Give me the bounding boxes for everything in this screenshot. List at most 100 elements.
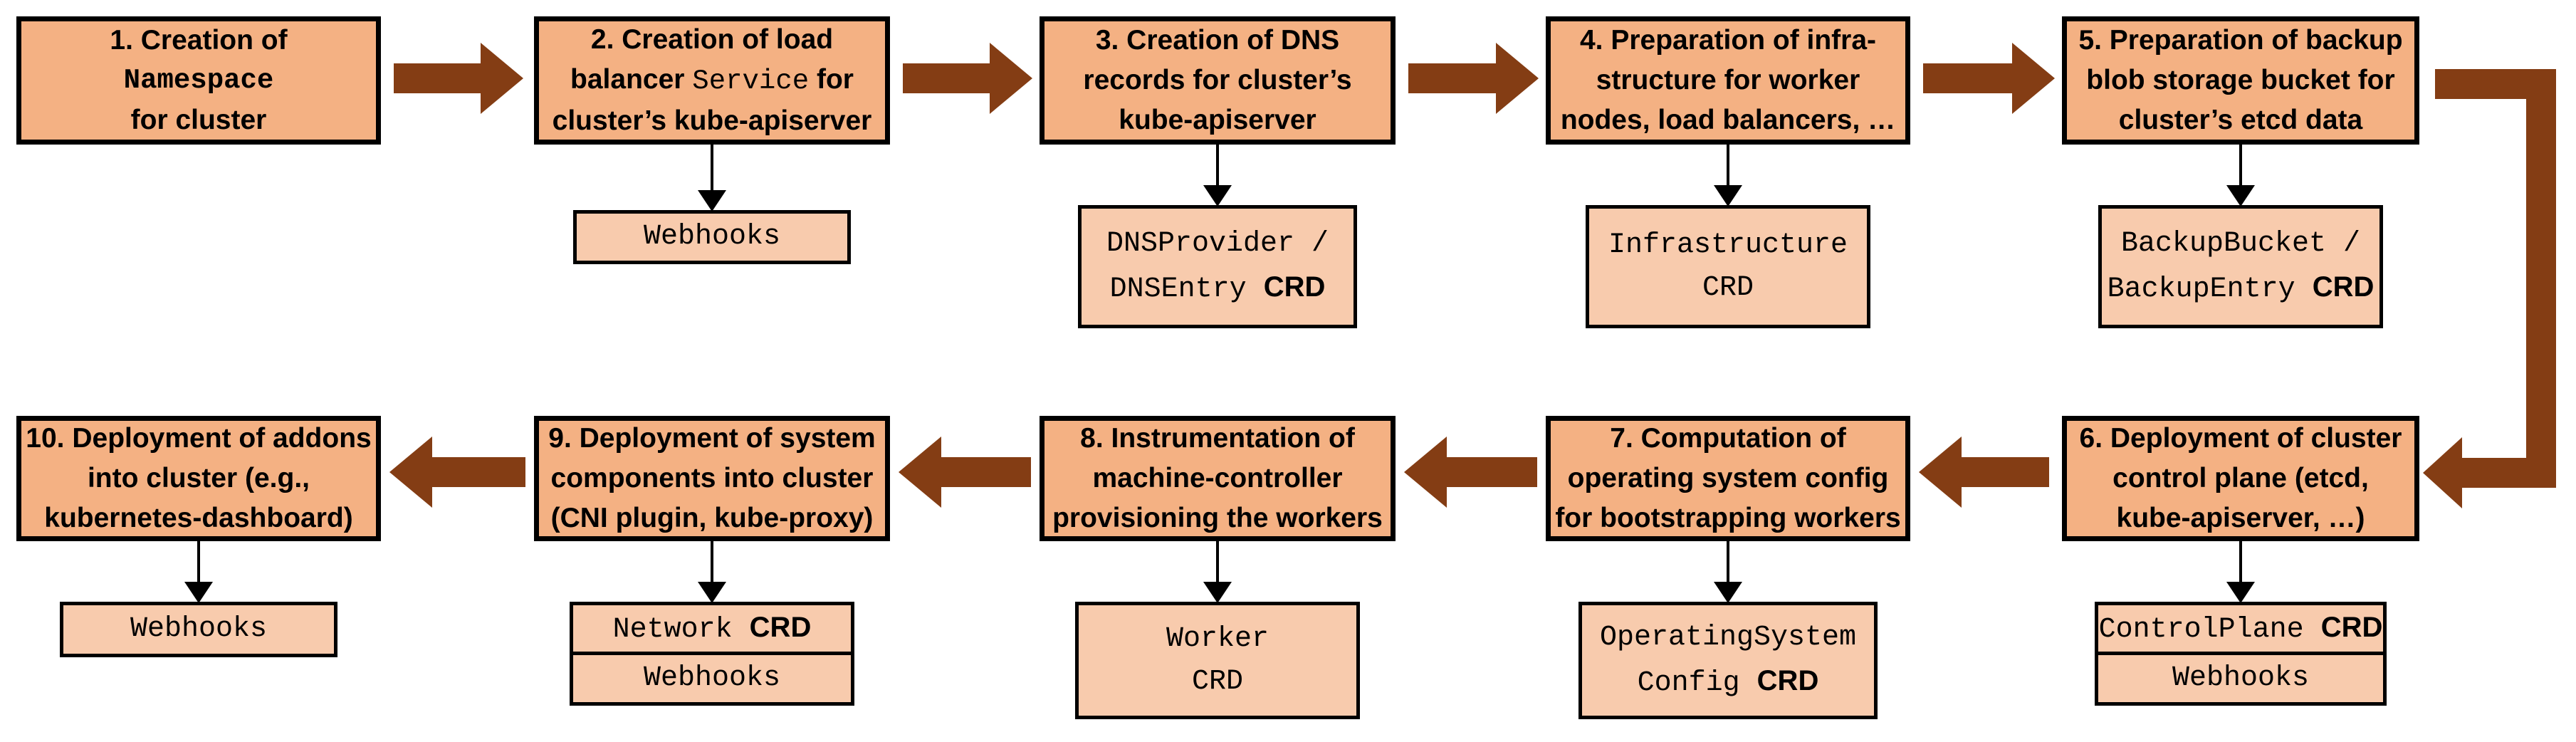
flow-arrow-3-4-shaft [1408, 63, 1496, 93]
connector-9-head [698, 582, 726, 603]
step-6-line-1: 6. Deployment of cluster [2079, 423, 2402, 454]
flow-arrow-9-10-shaft [432, 457, 525, 487]
step-10-line-2: into cluster (e.g., [87, 463, 310, 493]
connector-5-head [2226, 185, 2255, 207]
connector-5-stem [2239, 145, 2242, 185]
flow-arrow-1-2-head [481, 43, 523, 114]
step-2-line-2-seg-3: for [809, 64, 854, 95]
connector-3-head [1203, 185, 1232, 207]
step-3-crd-line-2-seg-1: DNSEntry [1109, 273, 1264, 305]
step-7-crd-box: OperatingSystem Config CRD [1578, 602, 1878, 719]
step-7-crd-line-2-seg-2: CRD [1756, 664, 1819, 696]
step-2-line-3: cluster’s kube-apiserver [552, 105, 872, 136]
step-5-line-2: blob storage bucket for [2086, 65, 2395, 95]
step-10-webhooks-box: Webhooks [60, 602, 337, 657]
step-9-line-1: 9. Deployment of system [548, 423, 876, 454]
step-8-box: 8. Instrumentation of machine-controller… [1040, 416, 1396, 541]
elbow-arrow-head [2423, 437, 2462, 508]
step-8-crd-line-1: Worker [1166, 622, 1269, 655]
step-6-webhooks-box: Webhooks [2095, 652, 2387, 706]
step-10-line-3: kubernetes-dashboard) [44, 503, 353, 533]
elbow-arrow-vertical-shaft [2526, 69, 2556, 488]
flow-arrow-8-9-shaft [941, 457, 1031, 487]
flow-arrow-8-9-head [899, 437, 941, 508]
flow-arrow-7-8-shaft [1447, 457, 1537, 487]
step-5-box: 5. Preparation of backup blob storage bu… [2062, 16, 2419, 145]
step-9-crd-line-1: Network CRD [613, 606, 812, 652]
flow-arrow-2-3-head [990, 43, 1032, 114]
step-1-line-2: Namespace [123, 65, 274, 96]
step-3-box: 3. Creation of DNS records for cluster’s… [1040, 16, 1396, 145]
step-2-line-2-seg-2: Service [692, 66, 810, 97]
step-8-crd-box: Worker CRD [1075, 602, 1360, 719]
step-9-crd-line-1-seg-2: CRD [749, 612, 812, 643]
flow-arrow-6-7-shaft [1962, 457, 2049, 487]
step-10-webhooks-label: Webhooks [130, 613, 268, 645]
step-6-webhooks-label: Webhooks [2172, 662, 2310, 694]
connector-10-stem [197, 541, 200, 582]
step-9-line-3: (CNI plugin, kube-proxy) [550, 503, 874, 533]
step-4-line-1: 4. Preparation of infra- [1579, 25, 1877, 56]
step-3-line-3: kube-apiserver [1119, 105, 1316, 135]
step-7-crd-line-2-seg-1: Config [1637, 667, 1757, 699]
step-3-line-1: 3. Creation of DNS [1095, 25, 1340, 56]
step-3-line-2: records for cluster’s [1083, 65, 1352, 95]
step-10-box: 10. Deployment of addons into cluster (e… [16, 416, 381, 541]
step-5-line-3: cluster’s etcd data [2118, 105, 2363, 135]
step-10-line-1: 10. Deployment of addons [26, 423, 372, 454]
step-4-crd-box: Infrastructure CRD [1586, 205, 1870, 328]
connector-2-stem [711, 145, 713, 190]
step-2-box: 2. Creation of load balancer Service for… [534, 16, 890, 145]
connector-2-head [698, 190, 726, 211]
step-5-crd-line-1: BackupBucket / [2120, 227, 2361, 260]
step-2-webhooks-label: Webhooks [643, 221, 781, 253]
elbow-arrow-bottom-shaft [2462, 458, 2556, 488]
step-1-line-1: 1. Creation of [110, 25, 288, 56]
step-6-line-3: kube-apiserver, …) [2116, 503, 2365, 533]
flow-arrow-4-5-shaft [1923, 63, 2012, 93]
connector-4-stem [1727, 145, 1729, 185]
step-1-box: 1. Creation of Namespace for cluster [16, 16, 381, 145]
step-2-line-2: balancer Service for [570, 60, 854, 101]
step-2-line-1: 2. Creation of load [590, 24, 834, 55]
step-7-crd-line-2: Config CRD [1638, 659, 1819, 705]
step-5-crd-line-2: BackupEntry CRD [2108, 266, 2375, 311]
step-9-line-2: components into cluster [550, 463, 874, 493]
step-9-webhooks-box: Webhooks [570, 652, 854, 706]
step-9-box: 9. Deployment of system components into … [534, 416, 890, 541]
connector-7-head [1714, 582, 1742, 603]
step-5-crd-line-2-seg-1: BackupEntry [2107, 273, 2313, 305]
step-4-crd-line-2: CRD [1702, 271, 1754, 304]
connector-3-stem [1216, 145, 1219, 185]
step-7-line-2: operating system config [1567, 463, 1889, 493]
step-4-crd-line-1: Infrastructure [1608, 229, 1848, 261]
step-9-network-crd-box: Network CRD [570, 602, 854, 656]
flow-arrow-4-5-head [2012, 43, 2055, 114]
step-6-line-2: control plane (etcd, [2112, 463, 2369, 493]
step-1-line-3: for cluster [130, 105, 267, 135]
step-7-line-3: for bootstrapping workers [1555, 503, 1901, 533]
step-5-crd-line-2-seg-2: CRD [2312, 271, 2375, 303]
connector-8-head [1203, 582, 1232, 603]
step-8-line-2: machine-controller [1092, 463, 1343, 493]
step-6-crd-line-1: ControlPlane CRD [2099, 606, 2383, 652]
step-8-crd-line-2: CRD [1191, 665, 1243, 698]
connector-6-head [2226, 582, 2255, 603]
step-4-box: 4. Preparation of infra- structure for w… [1546, 16, 1910, 145]
step-9-webhooks-label: Webhooks [643, 662, 781, 694]
connector-4-head [1714, 185, 1742, 207]
connector-10-head [184, 582, 213, 603]
flow-arrow-9-10-head [389, 437, 432, 508]
step-3-crd-line-2: DNSEntry CRD [1110, 266, 1326, 311]
flow-arrow-6-7-head [1919, 437, 1962, 508]
step-6-crd-line-1-seg-2: CRD [2320, 612, 2383, 643]
step-5-crd-box: BackupBucket / BackupEntry CRD [2098, 205, 2383, 328]
step-3-crd-line-1: DNSProvider / [1106, 227, 1329, 260]
step-3-crd-box: DNSProvider / DNSEntry CRD [1078, 205, 1357, 328]
step-6-crd-line-1-seg-1: ControlPlane [2098, 614, 2321, 646]
step-3-crd-line-2-seg-2: CRD [1263, 271, 1326, 303]
step-6-box: 6. Deployment of cluster control plane (… [2062, 416, 2419, 541]
flow-arrow-7-8-head [1404, 437, 1447, 508]
step-2-line-2-seg-1: balancer [570, 64, 693, 95]
step-8-line-1: 8. Instrumentation of [1080, 423, 1355, 454]
